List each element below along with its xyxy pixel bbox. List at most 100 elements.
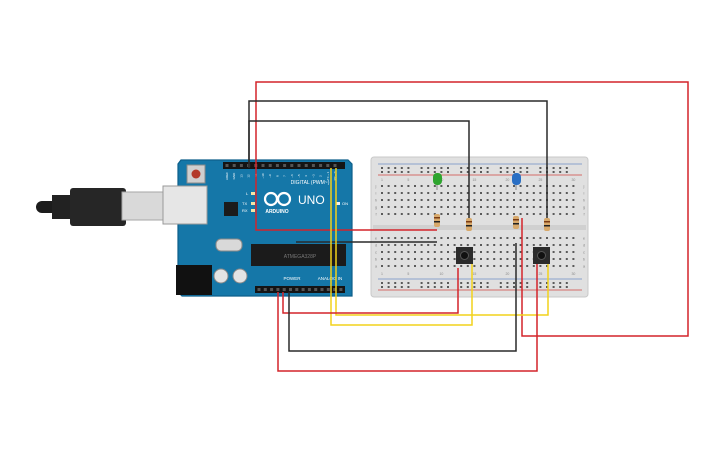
breadboard-hole[interactable] bbox=[499, 237, 502, 239]
wire-black-gnd-bb[interactable] bbox=[288, 243, 517, 352]
breadboard-hole[interactable] bbox=[387, 244, 390, 246]
breadboard-hole[interactable] bbox=[447, 192, 449, 194]
breadboard-hole[interactable] bbox=[460, 282, 463, 284]
breadboard-hole[interactable] bbox=[400, 185, 403, 187]
breadboard-hole[interactable] bbox=[539, 199, 542, 201]
breadboard-hole[interactable] bbox=[381, 167, 383, 169]
breadboard-hole[interactable] bbox=[486, 244, 489, 246]
breadboard-hole[interactable] bbox=[513, 213, 515, 215]
breadboard-hole[interactable] bbox=[552, 282, 555, 284]
breadboard-hole[interactable] bbox=[552, 237, 555, 239]
wires[interactable] bbox=[248, 81, 689, 372]
breadboard-hole[interactable] bbox=[473, 206, 476, 208]
breadboard-hole[interactable] bbox=[427, 258, 430, 260]
breadboard-hole[interactable] bbox=[506, 237, 509, 239]
breadboard-hole[interactable] bbox=[513, 286, 515, 288]
breadboard-hole[interactable] bbox=[414, 251, 416, 253]
resistor-1[interactable] bbox=[434, 214, 440, 227]
breadboard-hole[interactable] bbox=[486, 213, 489, 215]
breadboard-hole[interactable] bbox=[539, 244, 542, 246]
breadboard-hole[interactable] bbox=[440, 265, 443, 267]
breadboard-hole[interactable] bbox=[565, 237, 568, 239]
breadboard-hole[interactable] bbox=[447, 199, 449, 201]
breadboard-hole[interactable] bbox=[420, 192, 423, 194]
breadboard-hole[interactable] bbox=[546, 237, 548, 239]
digital-pin-hole[interactable] bbox=[261, 164, 265, 167]
breadboard-hole[interactable] bbox=[387, 286, 390, 288]
breadboard-hole[interactable] bbox=[513, 171, 515, 173]
breadboard-hole[interactable] bbox=[565, 213, 568, 215]
breadboard-hole[interactable] bbox=[513, 244, 515, 246]
breadboard-hole[interactable] bbox=[433, 199, 436, 201]
breadboard-hole[interactable] bbox=[394, 258, 397, 260]
breadboard-hole[interactable] bbox=[559, 213, 562, 215]
breadboard-hole[interactable] bbox=[506, 192, 509, 194]
power-analog-pin-hole[interactable] bbox=[326, 288, 330, 291]
breadboard-hole[interactable] bbox=[532, 244, 535, 246]
breadboard-hole[interactable] bbox=[559, 265, 562, 267]
digital-pin-hole[interactable] bbox=[239, 164, 243, 167]
breadboard-hole[interactable] bbox=[400, 213, 403, 215]
breadboard-hole[interactable] bbox=[460, 265, 463, 267]
breadboard-hole[interactable] bbox=[466, 199, 469, 201]
breadboard-hole[interactable] bbox=[526, 258, 529, 260]
breadboard-hole[interactable] bbox=[552, 251, 555, 253]
wire-yellow-button2[interactable] bbox=[335, 168, 549, 316]
breadboard-hole[interactable] bbox=[499, 167, 502, 169]
breadboard-hole[interactable] bbox=[387, 237, 390, 239]
breadboard-hole[interactable] bbox=[394, 192, 397, 194]
breadboard-hole[interactable] bbox=[414, 258, 416, 260]
breadboard-hole[interactable] bbox=[565, 185, 568, 187]
breadboard-hole[interactable] bbox=[433, 237, 436, 239]
breadboard-hole[interactable] bbox=[473, 244, 476, 246]
breadboard-hole[interactable] bbox=[506, 199, 509, 201]
breadboard-hole[interactable] bbox=[440, 237, 443, 239]
breadboard-hole[interactable] bbox=[394, 167, 397, 169]
breadboard-hole[interactable] bbox=[473, 286, 476, 288]
breadboard-hole[interactable] bbox=[480, 282, 482, 284]
breadboard-hole[interactable] bbox=[546, 286, 548, 288]
breadboard-hole[interactable] bbox=[387, 265, 390, 267]
breadboard-hole[interactable] bbox=[552, 171, 555, 173]
breadboard-hole[interactable] bbox=[559, 167, 562, 169]
breadboard-hole[interactable] bbox=[539, 282, 542, 284]
breadboard-hole[interactable] bbox=[407, 171, 410, 173]
breadboard-hole[interactable] bbox=[414, 192, 416, 194]
breadboard-hole[interactable] bbox=[539, 237, 542, 239]
breadboard-hole[interactable] bbox=[407, 206, 410, 208]
breadboard-hole[interactable] bbox=[466, 192, 469, 194]
breadboard-hole[interactable] bbox=[499, 185, 502, 187]
breadboard-hole[interactable] bbox=[473, 199, 476, 201]
breadboard-hole[interactable] bbox=[532, 185, 535, 187]
breadboard-hole[interactable] bbox=[440, 171, 443, 173]
breadboard-hole[interactable] bbox=[381, 286, 383, 288]
breadboard-hole[interactable] bbox=[506, 213, 509, 215]
breadboard-hole[interactable] bbox=[427, 213, 430, 215]
breadboard-hole[interactable] bbox=[407, 237, 410, 239]
breadboard-hole[interactable] bbox=[407, 286, 410, 288]
breadboard-hole[interactable] bbox=[407, 185, 410, 187]
breadboard-hole[interactable] bbox=[433, 244, 436, 246]
breadboard-hole[interactable] bbox=[473, 192, 476, 194]
breadboard-hole[interactable] bbox=[387, 171, 390, 173]
breadboard-hole[interactable] bbox=[493, 258, 496, 260]
breadboard-hole[interactable] bbox=[493, 244, 496, 246]
breadboard-hole[interactable] bbox=[466, 282, 469, 284]
digital-pin-hole[interactable] bbox=[304, 164, 308, 167]
breadboard-hole[interactable] bbox=[414, 206, 416, 208]
breadboard-hole[interactable] bbox=[407, 167, 410, 169]
breadboard-hole[interactable] bbox=[427, 185, 430, 187]
wire-red-5v-loop[interactable] bbox=[255, 81, 689, 337]
breadboard-hole[interactable] bbox=[433, 282, 436, 284]
breadboard-hole[interactable] bbox=[427, 192, 430, 194]
breadboard-hole[interactable] bbox=[480, 251, 482, 253]
breadboard-hole[interactable] bbox=[381, 192, 383, 194]
breadboard-hole[interactable] bbox=[453, 244, 456, 246]
breadboard-hole[interactable] bbox=[499, 258, 502, 260]
breadboard-hole[interactable] bbox=[381, 237, 383, 239]
wire-red-5v-bb1[interactable] bbox=[282, 268, 459, 314]
breadboard-hole[interactable] bbox=[499, 244, 502, 246]
breadboard-hole[interactable] bbox=[433, 171, 436, 173]
breadboard-hole[interactable] bbox=[447, 171, 449, 173]
breadboard-hole[interactable] bbox=[539, 167, 542, 169]
